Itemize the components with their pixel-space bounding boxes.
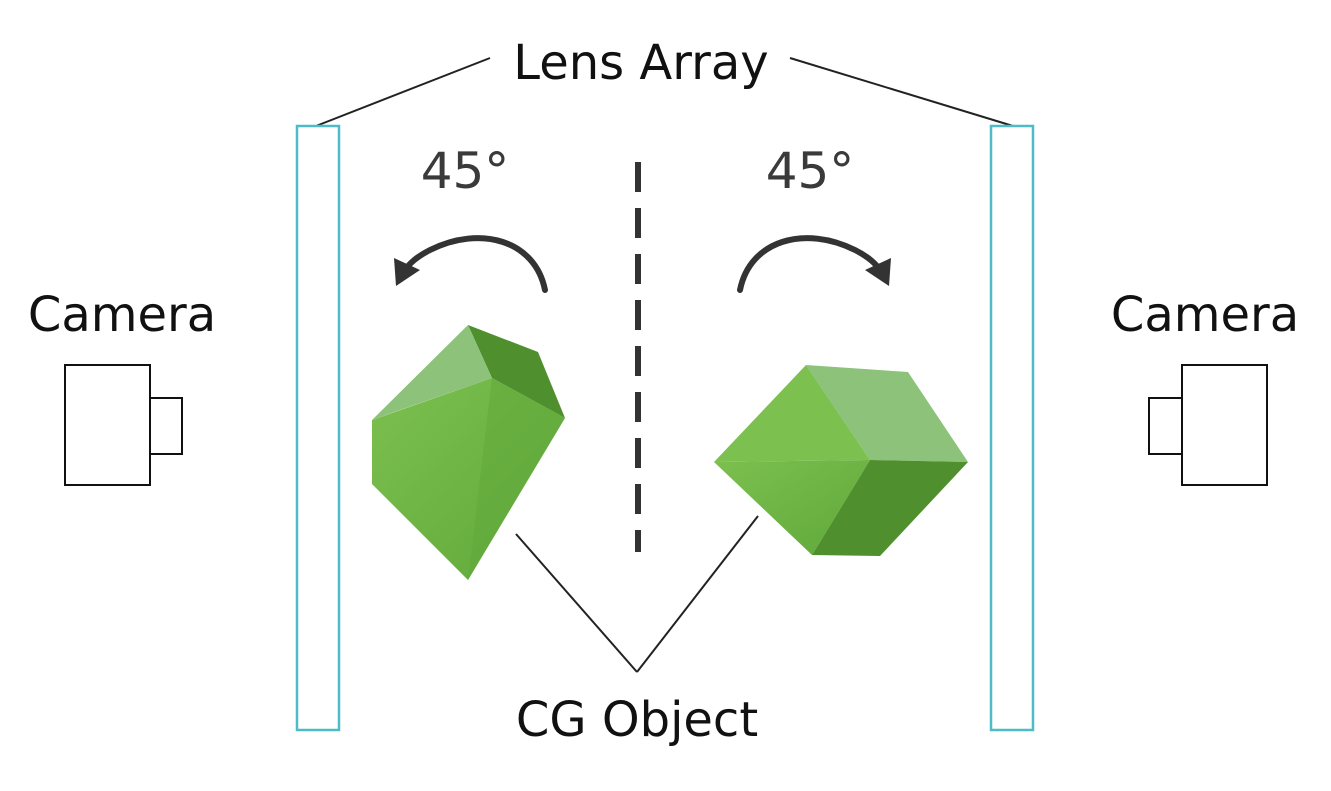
lens-panel-left — [295, 124, 341, 732]
cg-object-leader-right — [636, 515, 759, 673]
angle-label-left: 45° — [421, 142, 510, 200]
rotate-left-arrow-icon — [394, 235, 548, 293]
cg-object-cube-left — [372, 325, 565, 580]
angle-label-right: 45° — [766, 142, 855, 200]
lens-array-label: Lens Array — [513, 35, 768, 91]
camera-label-right: Camera — [1111, 287, 1299, 343]
lens-array-leader-left — [315, 57, 491, 127]
lens-panel-right — [989, 124, 1035, 732]
camera-label-left: Camera — [28, 287, 216, 343]
camera-right-icon — [1148, 364, 1268, 486]
lens-array-leader-right — [789, 57, 1014, 127]
rotate-right-arrow-icon — [737, 235, 891, 293]
cg-object-cube-right — [714, 365, 968, 556]
cg-object-leader-left — [515, 533, 638, 673]
cg-object-label: CG Object — [516, 692, 758, 748]
camera-left-icon — [64, 364, 183, 486]
